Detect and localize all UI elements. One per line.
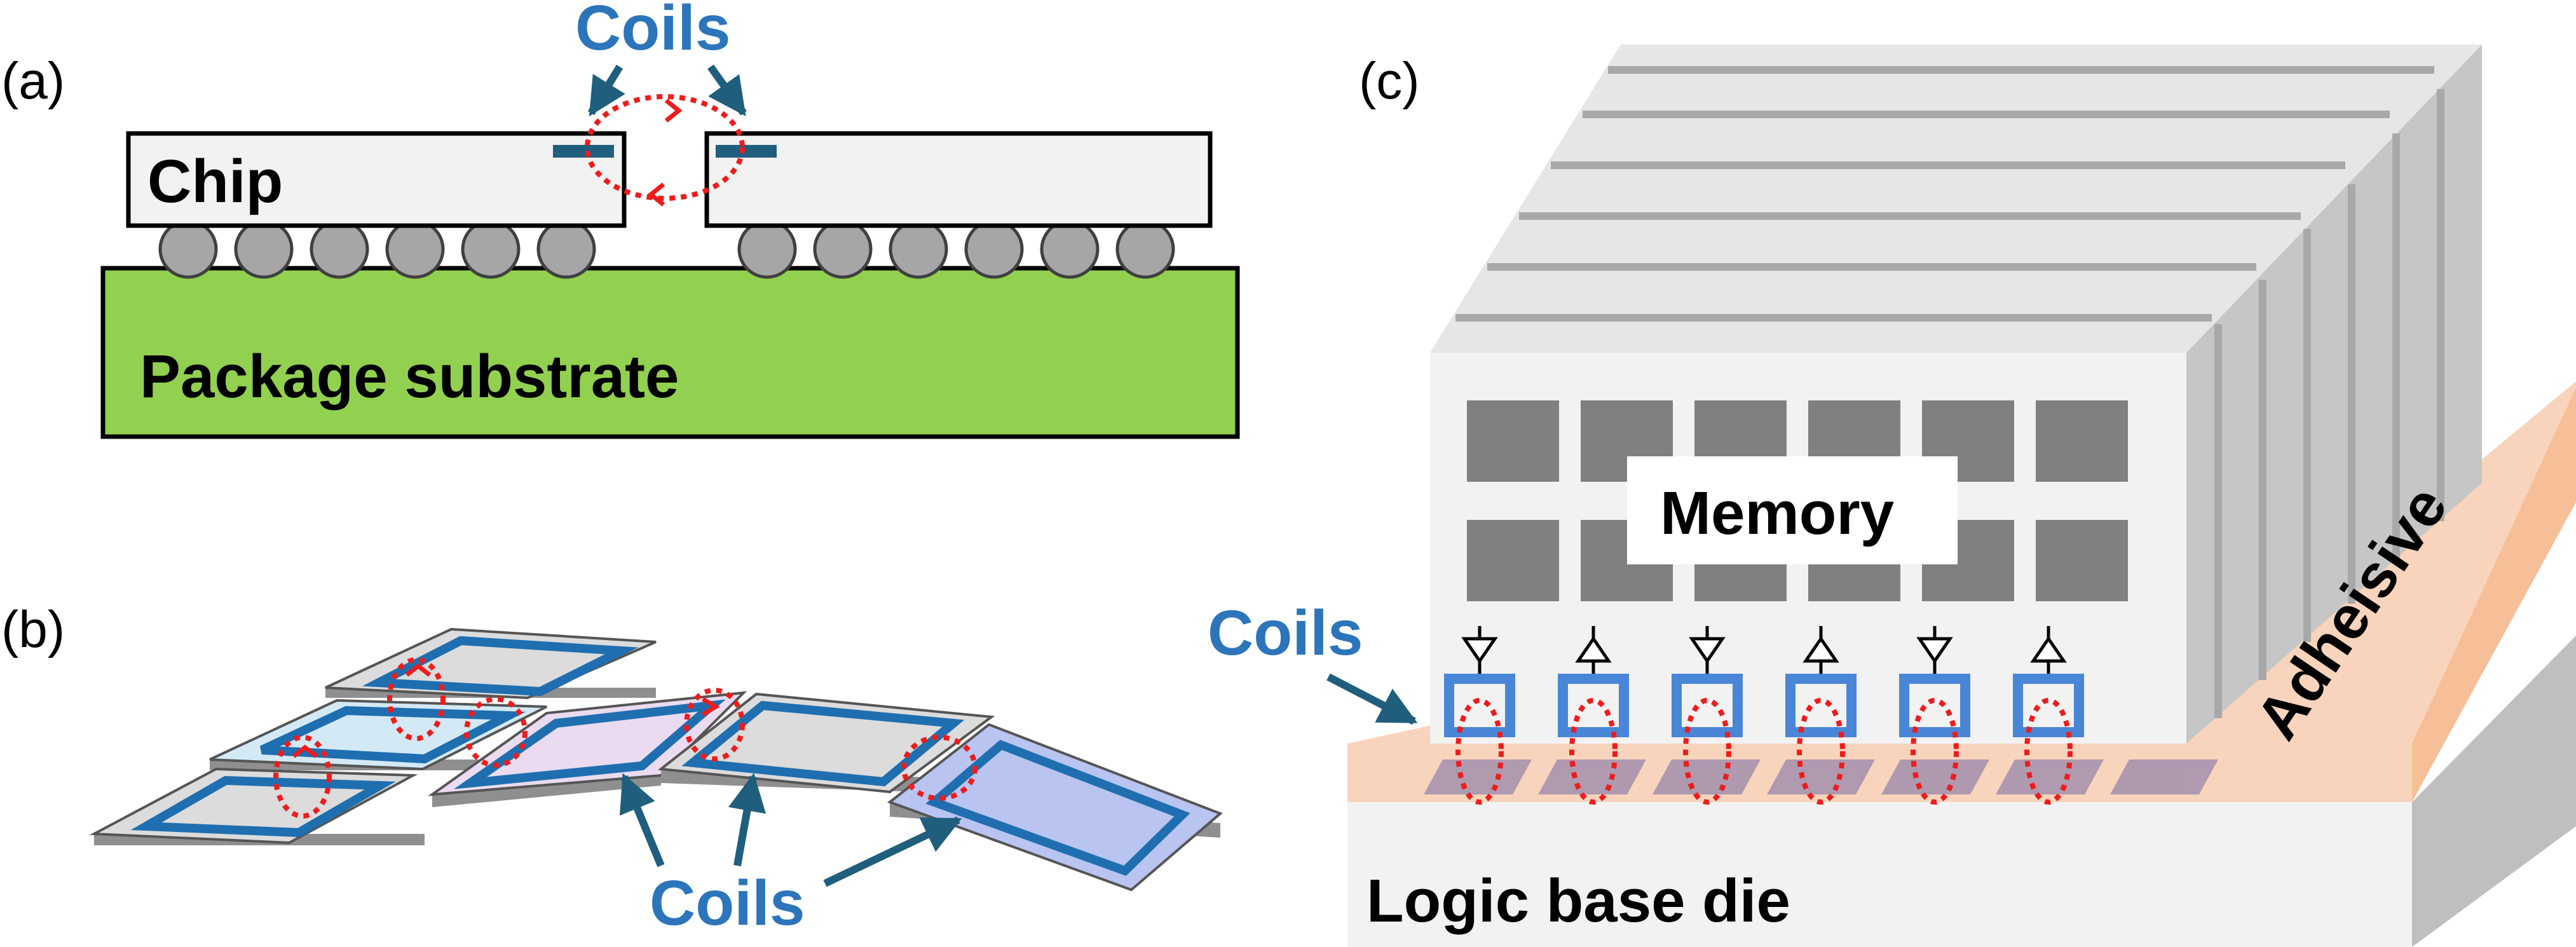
- coils-label-b: Coils: [650, 868, 805, 939]
- bottom-coil: [1538, 760, 1646, 794]
- field-arrow: [292, 744, 318, 758]
- solder-bumps: [158, 219, 1175, 279]
- field-loop: [273, 735, 332, 819]
- chip-right: [704, 131, 1213, 228]
- top-coil: [1672, 674, 1743, 737]
- transceivers: [1461, 626, 2067, 674]
- receiver-triangle: [2030, 636, 2067, 663]
- field-arrow-bottom: [647, 182, 665, 207]
- receiver-triangle: [1575, 636, 1612, 663]
- solder-bump: [234, 219, 294, 279]
- top-coil: [1785, 674, 1857, 737]
- bottom-coil: [1767, 760, 1875, 794]
- solder-bump: [385, 219, 445, 279]
- receiver-triangle: [1803, 636, 1839, 663]
- panel-b: (b): [1, 601, 1223, 939]
- top-coil: [1444, 674, 1515, 737]
- memory-block: [2036, 400, 2128, 482]
- adhesive-side: [2412, 388, 2576, 802]
- solder-bump: [737, 219, 797, 279]
- top-coil: [1558, 674, 1629, 737]
- driver-triangle: [1689, 637, 1726, 664]
- bottom-coil: [1881, 760, 1989, 794]
- driver-triangle: [1916, 637, 1953, 664]
- bottom-coil: [1424, 760, 1532, 794]
- bottom-coil: [2110, 760, 2218, 794]
- top-coil: [2013, 674, 2084, 737]
- tile-bottom-left: [89, 767, 425, 845]
- coils-pointer-c: [1326, 673, 1418, 725]
- memory-block: [1467, 400, 1559, 482]
- memory-label: Memory: [1660, 479, 1894, 547]
- solder-bump: [461, 219, 521, 279]
- coupling-loops: [1455, 698, 2073, 805]
- bottom-coil: [1996, 760, 2104, 794]
- solder-bump: [813, 219, 873, 279]
- driver-triangle: [1461, 637, 1498, 664]
- top-coils: [1444, 674, 2084, 737]
- field-arrow: [702, 697, 720, 717]
- coils-label-a: Coils: [575, 0, 730, 64]
- solder-bump: [889, 219, 948, 279]
- memory-stack-top: [1430, 44, 2482, 353]
- field-loop: [387, 657, 446, 741]
- tile-top: [325, 627, 657, 700]
- memory-block: [1467, 520, 1559, 601]
- base-die-side: [2412, 636, 2576, 947]
- tile-right-bottom: [887, 723, 1223, 892]
- coils-pointer-1: [619, 773, 665, 868]
- panel-c-label: (c): [1359, 52, 1420, 110]
- memory-die-edges: [1455, 66, 2444, 718]
- field-arrow: [405, 663, 432, 677]
- coils-pointer-left: [587, 64, 625, 117]
- logic-base-die: [1347, 802, 2412, 947]
- field-loop: [464, 697, 528, 768]
- bottom-coil: [1653, 760, 1761, 794]
- base-die-label: Logic base die: [1366, 867, 1790, 935]
- bottom-coils: [1424, 760, 2218, 794]
- solder-bump: [1115, 219, 1175, 279]
- solder-bump: [536, 219, 596, 279]
- coils-pointer-3: [823, 816, 962, 887]
- chip-label: Chip: [147, 147, 283, 215]
- field-arrow-top: [664, 99, 683, 123]
- chip-left: [126, 131, 627, 228]
- panel-a: (a) Package substrate Chip: [1, 0, 1240, 439]
- top-coil: [1899, 674, 1970, 737]
- memory-label-box: [1627, 456, 1958, 564]
- solder-bump: [158, 219, 218, 279]
- coils-pointer-right: [707, 64, 747, 116]
- coil-bar-right: [716, 145, 777, 158]
- coils-label-c: Coils: [1208, 597, 1363, 669]
- package-substrate: [100, 266, 1240, 439]
- field-loop: [901, 735, 978, 801]
- substrate-label: Package substrate: [140, 343, 679, 411]
- solder-bump: [310, 219, 369, 279]
- coils-pointer-2: [728, 773, 767, 867]
- field-loop: [585, 94, 745, 201]
- tile-middle-left: [209, 698, 547, 771]
- coil-bar-left: [553, 145, 614, 158]
- field-loop: [684, 688, 745, 761]
- panel-c: (c): [1208, 44, 2576, 947]
- solder-bump: [1040, 219, 1100, 279]
- panel-a-label: (a): [1, 52, 65, 110]
- memory-block: [2036, 520, 2128, 601]
- panel-b-label: (b): [1, 601, 65, 658]
- solder-bump: [964, 219, 1024, 279]
